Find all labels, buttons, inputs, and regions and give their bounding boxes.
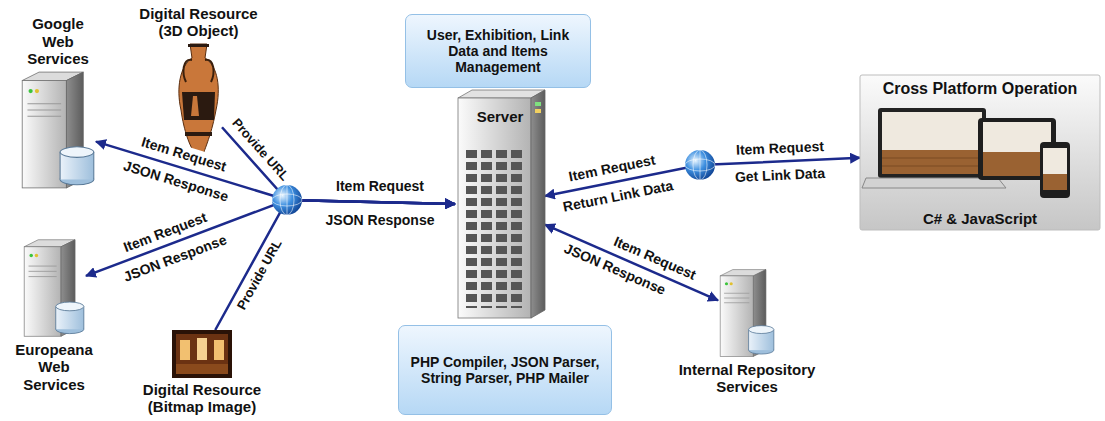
device-panel (878, 108, 986, 178)
server-tower (531, 90, 545, 318)
vase-image (179, 44, 218, 158)
device-panel (1043, 174, 1067, 190)
vase-image (184, 60, 192, 82)
globe-icon (685, 150, 715, 180)
function-box: PHP Compiler, JSON Parser, String Parser… (398, 325, 612, 415)
vase-image (182, 92, 215, 120)
device-panel (860, 75, 1100, 230)
device-panel (1043, 148, 1067, 190)
globe-icon (685, 150, 715, 180)
node-title: Internal Repository Services (672, 361, 822, 396)
vase-image (179, 44, 218, 158)
node-title: Digital Resource (3D Object) (131, 5, 266, 40)
interior-photo (214, 340, 224, 360)
flow-label: Get Link Data (733, 165, 828, 185)
server-icon (24, 240, 84, 336)
node-title: Server (455, 108, 545, 125)
node-title: Google Web Services (18, 15, 98, 67)
server-tower (535, 109, 541, 113)
flow-label: Provide URL (234, 236, 287, 315)
node-title: Cross Platform Operation (883, 80, 1078, 98)
globe-icon (693, 150, 707, 180)
server-tower (535, 102, 541, 106)
server-icon: Google Web Services (20, 70, 96, 190)
device-panel (882, 150, 982, 174)
function-box: User, Exhibition, Link Data and Items Ma… (405, 14, 591, 88)
interior-photo (197, 338, 207, 360)
server-icon (720, 270, 774, 357)
node-title: Europeana Web Services (9, 341, 99, 393)
device-panel (882, 166, 982, 167)
device-panel (860, 75, 1100, 230)
server-tower: Server (455, 90, 545, 320)
device-panel (1040, 142, 1070, 198)
flow-label: Item Request (734, 138, 827, 158)
node-title: PHP Compiler, JSON Parser, String Parser… (407, 354, 603, 386)
flow-arrow (215, 200, 455, 330)
vase-image (205, 60, 213, 82)
vase-image (185, 132, 212, 136)
interior-photo (172, 330, 232, 378)
node-title: User, Exhibition, Link Data and Items Ma… (414, 27, 582, 75)
vase-image (191, 96, 199, 116)
node-subtitle: C# & JavaScript (923, 210, 1037, 227)
globe-icon (287, 185, 288, 215)
server-tower (458, 90, 545, 98)
server-icon: Internal Repository Services (718, 268, 776, 358)
resource-image: Digital Resource (3D Object) (175, 42, 222, 160)
interior-photo (176, 364, 228, 374)
globe-icon (272, 185, 302, 215)
device-panel (882, 158, 982, 159)
interior-photo (180, 340, 190, 360)
resource-image: Digital Resource (Bitmap Image) (172, 330, 232, 378)
server-tower (458, 98, 531, 318)
node-title: Digital Resource (Bitmap Image) (135, 381, 270, 416)
server-icon: Europeana Web Services (22, 238, 86, 338)
flow-label: Provide URL (227, 114, 293, 185)
flow-arrow (545, 225, 718, 301)
globe-icon (272, 185, 302, 215)
server-icon (22, 72, 94, 188)
flow-label: Item Request (334, 178, 426, 194)
device-panel (882, 112, 982, 174)
platform-panel: Cross Platform Operation C# & JavaScript (860, 75, 1100, 230)
flow-label: Item Request (565, 151, 658, 185)
interior-photo (176, 334, 228, 374)
interior-photo (172, 330, 232, 378)
vase-image (188, 44, 209, 47)
server-tower (464, 148, 524, 308)
globe-icon (700, 150, 701, 180)
flow-label: JSON Response (324, 212, 437, 228)
globe-icon (280, 185, 294, 215)
